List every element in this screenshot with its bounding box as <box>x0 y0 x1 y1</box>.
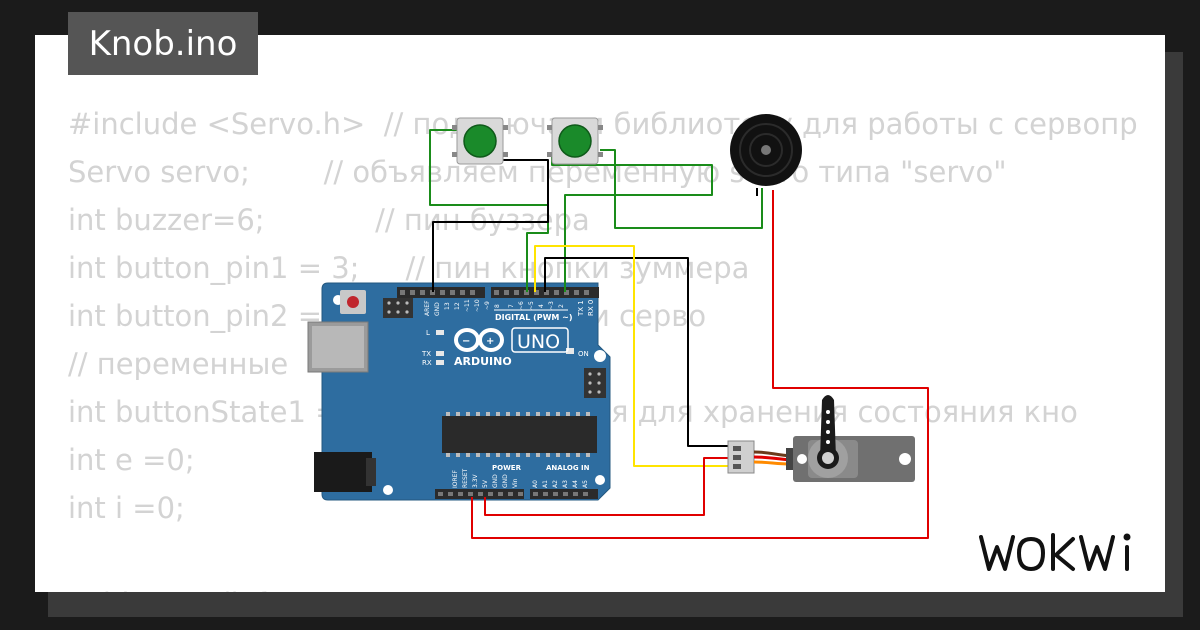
svg-text:+: + <box>486 336 494 347</box>
svg-text:−: − <box>462 336 470 347</box>
wires <box>429 129 929 539</box>
pin-label: 2 <box>558 304 565 308</box>
pin-label: A4 <box>572 480 579 488</box>
arduino-logo-icon <box>454 328 504 352</box>
buzzer-icon[interactable] <box>730 114 802 186</box>
pin-label: 4 <box>538 304 545 308</box>
on-led-label: ON <box>578 350 589 358</box>
code-line: int button_pin1 = 3; // пин кнопки зумме… <box>68 251 750 285</box>
wire-red-buzzer <box>471 190 929 539</box>
pin-label: IOREF <box>452 470 459 488</box>
pin-label: ~10 <box>474 299 481 312</box>
pin-label: A5 <box>582 480 589 488</box>
pin-label: GND <box>492 474 499 488</box>
wire-yellow-servo <box>534 245 728 467</box>
servo-icon[interactable] <box>727 395 915 482</box>
pin-label: RESET <box>462 468 469 488</box>
analog-label: ANALOG IN <box>546 464 590 472</box>
pin-label: ~9 <box>484 301 491 310</box>
board-model: UNO <box>517 331 560 353</box>
rx-pin-label: RX 0 <box>587 300 595 316</box>
code-line: int e =0; <box>68 443 195 477</box>
board-brand: ARDUINO <box>454 355 512 368</box>
rx-led-label: RX <box>422 359 432 367</box>
pin-label: A0 <box>532 480 539 488</box>
wire-green-button2 <box>551 155 713 292</box>
project-title-badge: Knob.ino <box>68 12 258 75</box>
pin-label: 13 <box>444 302 451 310</box>
wire-black-gnd <box>432 155 549 292</box>
wokwi-logo <box>979 533 1131 571</box>
tx-led-label: TX <box>421 350 431 358</box>
pin-label: 3.3V <box>472 473 479 488</box>
code-line: // переменные <box>68 347 289 381</box>
wire-black-servo <box>544 257 728 447</box>
pin-label: A3 <box>562 480 569 488</box>
pin-label: ~5 <box>528 301 535 310</box>
digital-label: DIGITAL (PWM ~) <box>495 313 573 322</box>
code-line: int i =0; <box>68 491 185 525</box>
pin-label: ~11 <box>464 299 471 312</box>
pin-label: GND <box>434 302 441 316</box>
code-line: void setup() { <box>68 580 1138 592</box>
pin-label: ~6 <box>518 301 525 310</box>
pushbutton-icon[interactable] <box>547 117 603 165</box>
pin-label: 5V <box>482 479 489 488</box>
power-label: POWER <box>492 464 522 472</box>
pin-label: A1 <box>542 480 549 488</box>
arduino-uno-icon[interactable]: AREF GND 13 12 ~11 ~10 ~9 8 7 ~6 ~5 4 ~3… <box>307 282 611 501</box>
pin-label: ~3 <box>548 301 555 310</box>
wire-red-5v <box>484 457 728 516</box>
tx-pin-label: TX 1 <box>577 300 585 317</box>
pin-label: Vin <box>512 478 519 488</box>
wire-green-buzzer <box>600 149 763 229</box>
pin-label: 12 <box>454 302 461 310</box>
pin-label: 8 <box>494 304 501 308</box>
code-line: int buzzer=6; // пин буззера <box>68 203 590 237</box>
pin-label: AREF <box>424 300 431 316</box>
pin-label: GND <box>502 474 509 488</box>
pin-label: 7 <box>508 304 515 308</box>
pushbutton-icon[interactable] <box>452 117 508 165</box>
code-listing: #include <Servo.h> // подключаем библиот… <box>68 100 1138 592</box>
l-led-label: L <box>426 329 430 337</box>
pin-label: A2 <box>552 480 559 488</box>
